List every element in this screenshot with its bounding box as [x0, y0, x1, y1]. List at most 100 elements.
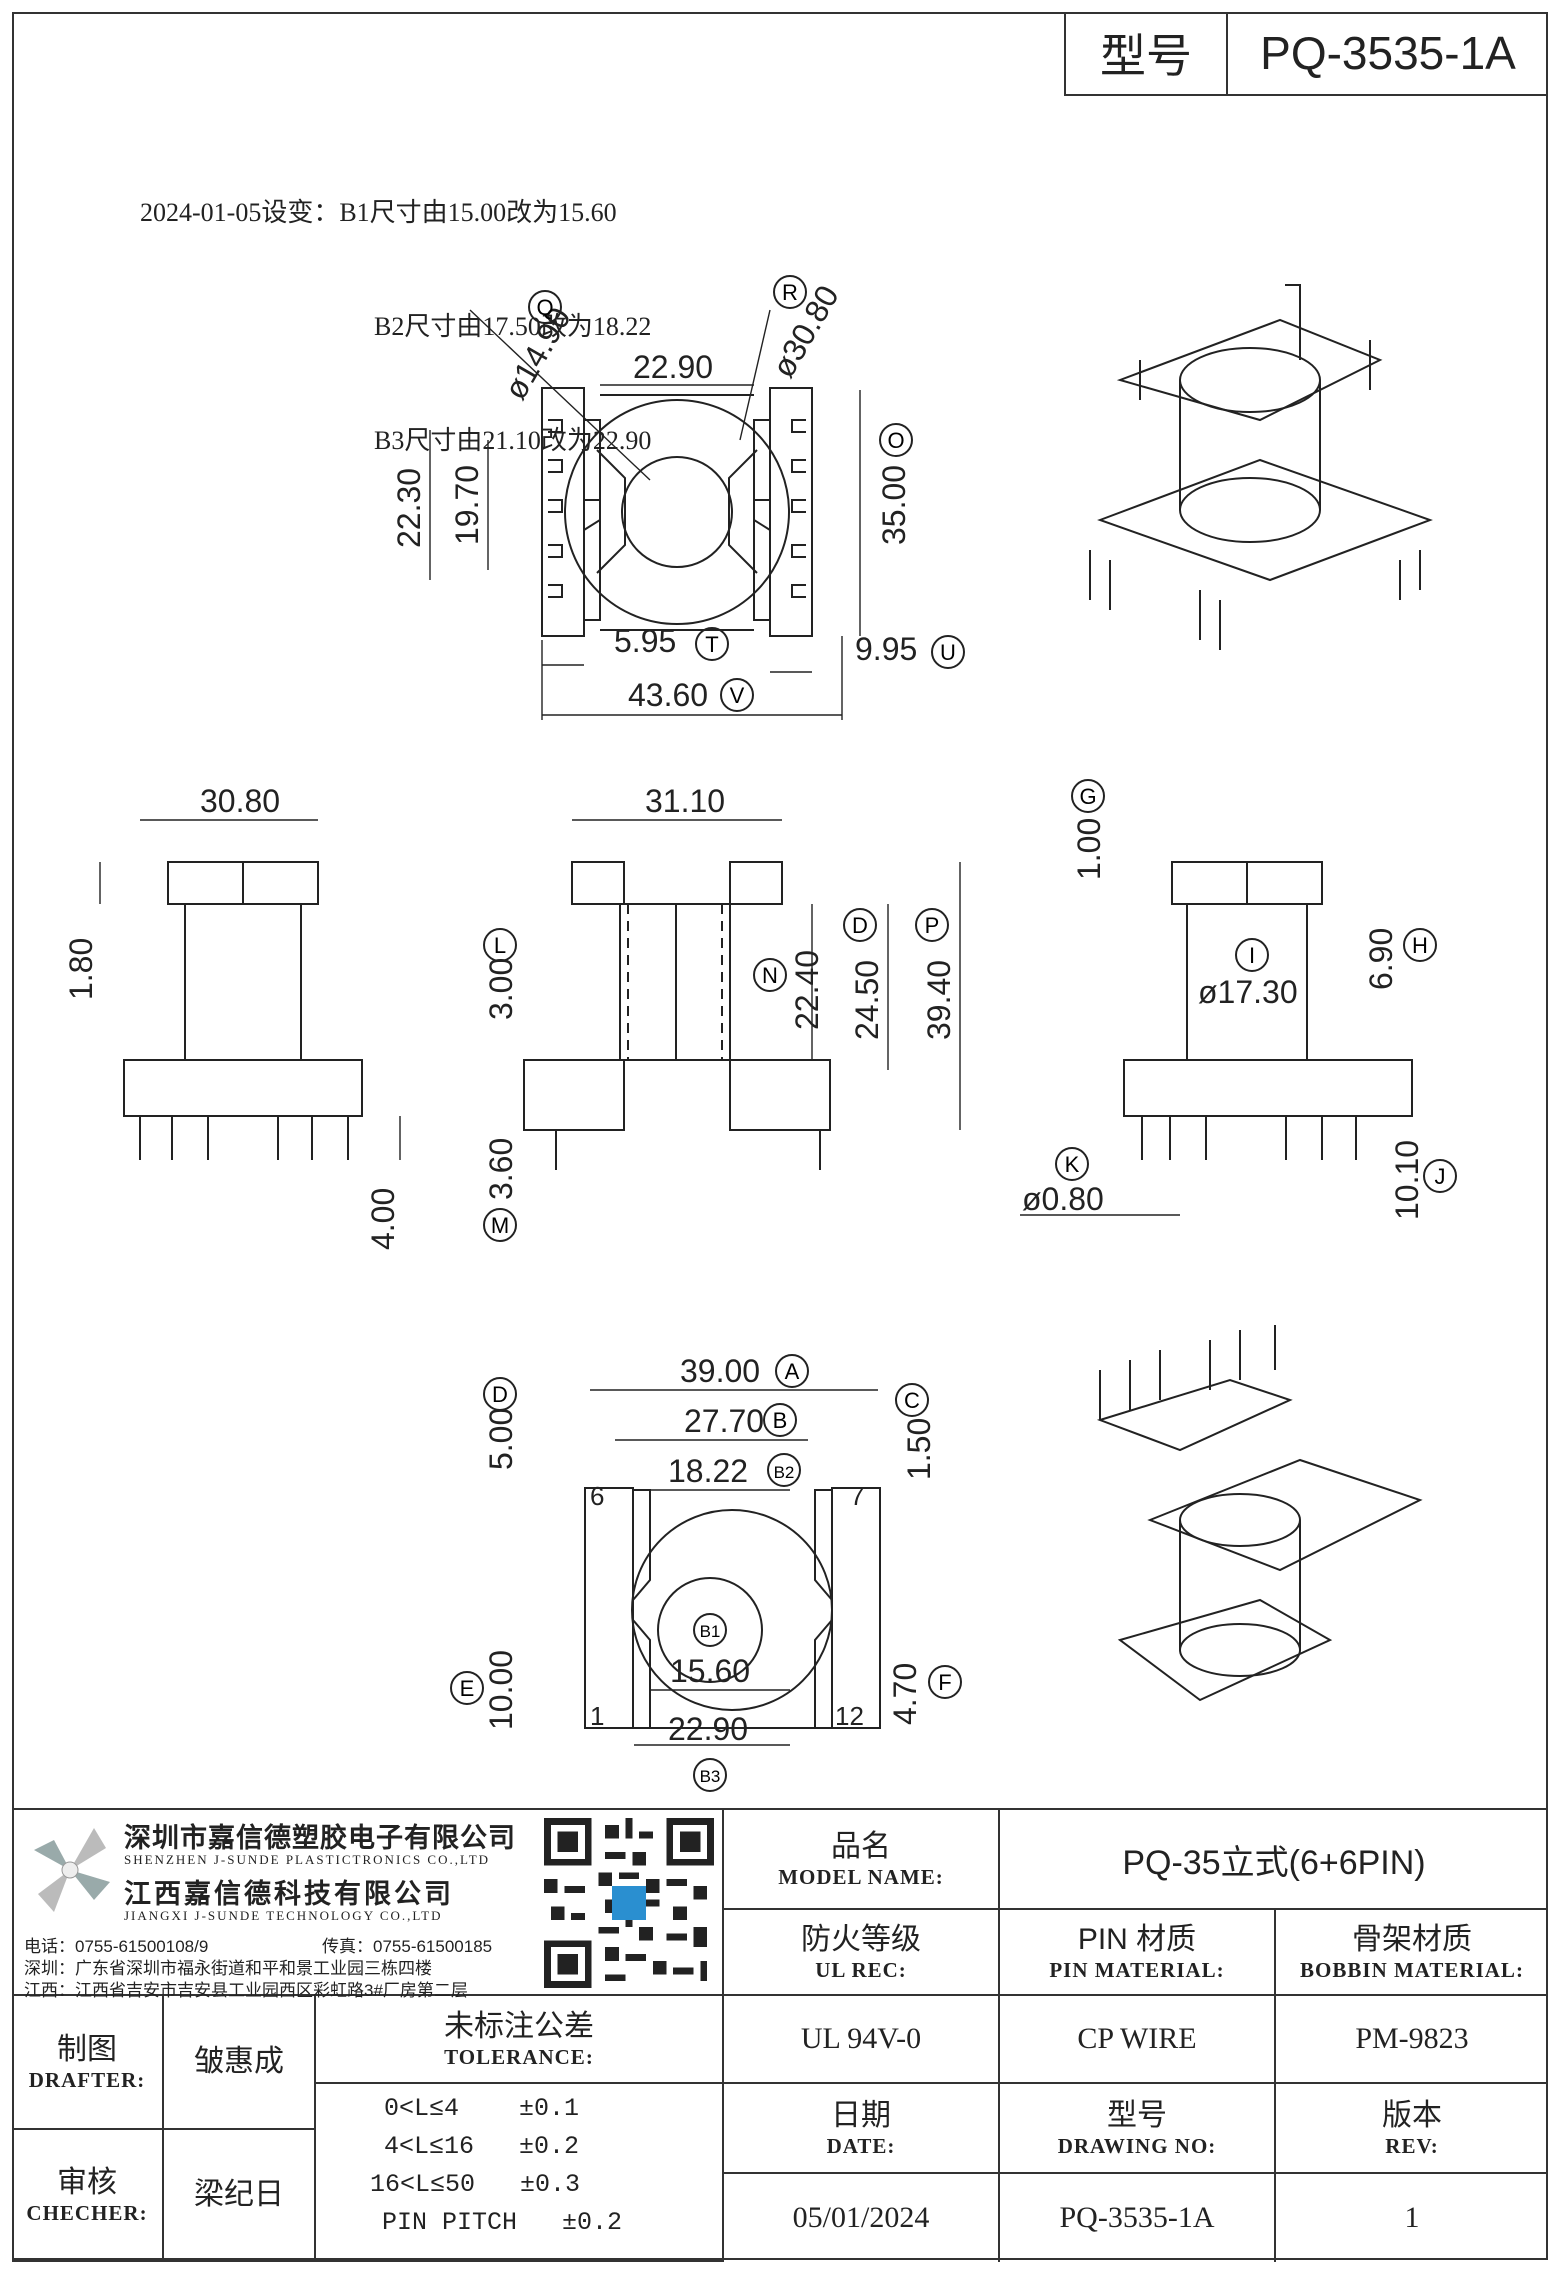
bot-left-arm [632, 1489, 651, 1729]
tolerance-en: TOLERANCE: [444, 2044, 594, 2069]
svg-text:A: A [785, 1359, 800, 1384]
rev-value-cell: 1 [1276, 2174, 1548, 2262]
bobbin-material-cn: 骨架材质 [1352, 1922, 1472, 1956]
dim-595: 5.95 [614, 623, 676, 659]
header-model-box: 型号 PQ-3535-1A [1064, 12, 1548, 96]
dim-1000: 10.00 [483, 1650, 519, 1730]
front-view: 30.80 1.80 4.00 [63, 783, 401, 1250]
change-note: 2024-01-05设变：B1尺寸由15.00改为15.60 B2尺寸由17.5… [140, 118, 651, 498]
drawing-no-cn: 型号 [1107, 2098, 1167, 2132]
model-name-value: PQ-35立式(6+6PIN) [1122, 1843, 1426, 1882]
checker-cn: 审核 [57, 2165, 117, 2199]
top-edges [600, 394, 754, 631]
svg-text:P: P [925, 913, 940, 938]
title-block: 深圳市嘉信德塑胶电子有限公司 SHENZHEN J-SUNDE PLASTICT… [12, 1808, 1548, 2262]
marker-k: K [1055, 1147, 1089, 1181]
leader-q [469, 309, 651, 481]
dim-3110: 31.10 [645, 783, 725, 819]
pin-material-en: PIN MATERIAL: [1049, 1957, 1225, 1982]
marker-c: C [895, 1383, 929, 1417]
date-label-cell: 日期 DATE: [724, 2084, 1000, 2174]
svg-text:L: L [494, 933, 506, 958]
iso2-bottom-hole [1179, 1623, 1301, 1677]
pin-material-value: CP WIRE [1077, 2022, 1197, 2055]
company-logo [34, 1828, 110, 1912]
dim-300: 3.00 [483, 958, 519, 1020]
svg-text:C: C [904, 1388, 920, 1413]
svg-text:M: M [491, 1213, 509, 1238]
dim-1822: 18.22 [668, 1453, 748, 1489]
dim-1730: ø17.30 [1198, 974, 1298, 1010]
iso-bottom-flange [1097, 458, 1433, 582]
dim-360: 3.60 [483, 1138, 519, 1200]
company-addr-sz: 深圳：广东省深圳市福永街道和平和景工业园三栋四楼 [24, 1959, 432, 1978]
date-cn: 日期 [831, 2098, 891, 2132]
top-left-flange [541, 387, 585, 637]
company-phone: 电话：0755-61500108/9 [24, 1937, 209, 1956]
checker-en: CHECHER: [26, 2200, 148, 2225]
rev-value: 1 [1404, 2201, 1420, 2234]
dim-995: 9.95 [855, 631, 917, 667]
bobbin-material-value-cell: PM-9823 [1276, 1996, 1548, 2084]
ul-value-cell: UL 94V-0 [724, 1996, 1000, 2084]
svg-text:U: U [940, 640, 956, 665]
company-name-cn2: 江西嘉信德科技有限公司 [124, 1879, 454, 1909]
marker-i: I [1235, 938, 1269, 972]
side-view: 31.10 3.00 22.40 24.50 39.40 3.60 [483, 783, 961, 1200]
front-base [123, 1059, 363, 1117]
front-core [184, 903, 302, 1061]
marker-b: B [763, 1403, 797, 1437]
bot-right-flange [831, 1487, 881, 1729]
dim-2450: 24.50 [849, 960, 885, 1040]
technical-drawing: 22.90 ø14.90 ø30.80 22.30 19.70 35.00 5.… [63, 275, 1457, 1792]
bobbin-material-en: BOBBIN MATERIAL: [1300, 1957, 1524, 1982]
pin-1-label: 1 [590, 1701, 604, 1731]
svg-text:V: V [730, 683, 745, 708]
model-name-cn: 品名 [831, 1829, 891, 1863]
iso2-top-block [1096, 1378, 1293, 1452]
dim-150: 1.50 [901, 1418, 937, 1480]
svg-text:B1: B1 [700, 1622, 721, 1641]
top-right-wedge [728, 449, 758, 574]
marker-b3: B3 [693, 1758, 727, 1792]
date-en: DATE: [826, 2133, 896, 2158]
drafter-value-cell: 皱惠成 [164, 1996, 316, 2130]
model-name-label-cell: 品名 MODEL NAME: [724, 1810, 1000, 1910]
marker-d2: D [483, 1377, 517, 1411]
tolerance-row-3: PIN PITCH ±0.2 [382, 2208, 623, 2237]
change-note-line1: 2024-01-05设变：B1尺寸由15.00改为15.60 [140, 198, 617, 227]
svg-text:B: B [773, 1408, 788, 1433]
drafter-value: 皱惠成 [194, 2045, 284, 2078]
svg-text:D: D [852, 913, 868, 938]
side-pins [555, 1130, 821, 1170]
pin-material-cn: PIN 材质 [1077, 1922, 1197, 1956]
pin-12-label: 12 [835, 1701, 864, 1731]
pin-material-value-cell: CP WIRE [1000, 1996, 1276, 2084]
dim-2240: 22.40 [789, 950, 825, 1030]
marker-o: O [879, 423, 913, 457]
bot-inner-circle [657, 1577, 763, 1683]
marker-v: V [720, 678, 754, 712]
side-base-right [729, 1059, 831, 1131]
side-base-left [523, 1059, 625, 1131]
dim-2230: 22.30 [391, 468, 427, 548]
drafter-cn: 制图 [57, 2032, 117, 2066]
dim-1970: 19.70 [449, 465, 485, 545]
pin-6-label: 6 [590, 1481, 604, 1511]
iso2-core [1179, 1520, 1301, 1650]
date-value: 05/01/2024 [792, 2201, 930, 2234]
drawing-no-value-cell: PQ-3535-1A [1000, 2174, 1276, 2262]
date-value-cell: 05/01/2024 [724, 2174, 1000, 2262]
tolerance-label-cell: 未标注公差 TOLERANCE: [316, 1996, 724, 2084]
bobbin-material-value: PM-9823 [1355, 2022, 1469, 2055]
dim-3900: 39.00 [680, 1353, 760, 1389]
marker-b2: B2 [767, 1453, 801, 1487]
marker-f: F [928, 1665, 962, 1699]
svg-text:B3: B3 [700, 1767, 721, 1786]
company-block: 深圳市嘉信德塑胶电子有限公司 SHENZHEN J-SUNDE PLASTICT… [12, 1810, 724, 2000]
dim-3940: 39.40 [921, 960, 957, 1040]
rev-cn: 版本 [1382, 2098, 1442, 2132]
model-name-value-cell: PQ-35立式(6+6PIN) [1000, 1810, 1548, 1910]
iso2-bottom-flange [1117, 1598, 1333, 1702]
dim-080: ø0.80 [1022, 1181, 1104, 1217]
